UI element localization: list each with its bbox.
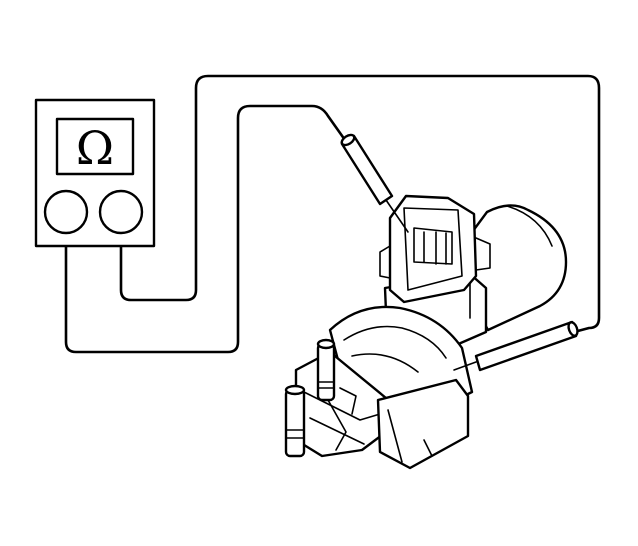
vacuum-port-lower: [284, 384, 306, 458]
connector-shell: [388, 194, 478, 304]
vacuum-solenoid-valve: [284, 194, 568, 470]
test-probe-ground: [453, 320, 579, 372]
ohm-symbol: Ω: [76, 121, 114, 175]
meter-lead-left: [64, 104, 347, 354]
vacuum-port-upper: [316, 338, 336, 402]
valve-body-lower: [376, 378, 470, 470]
connector-terminals: [413, 227, 453, 265]
meter-jack-right: [98, 189, 144, 235]
meter-jack-left: [43, 189, 89, 235]
ohmmeter: Ω: [34, 98, 156, 248]
ohmmeter-display: [55, 117, 135, 176]
meter-lead-right: [119, 74, 601, 334]
electrical-connector: [379, 194, 491, 304]
test-probe-connector: [340, 133, 409, 233]
